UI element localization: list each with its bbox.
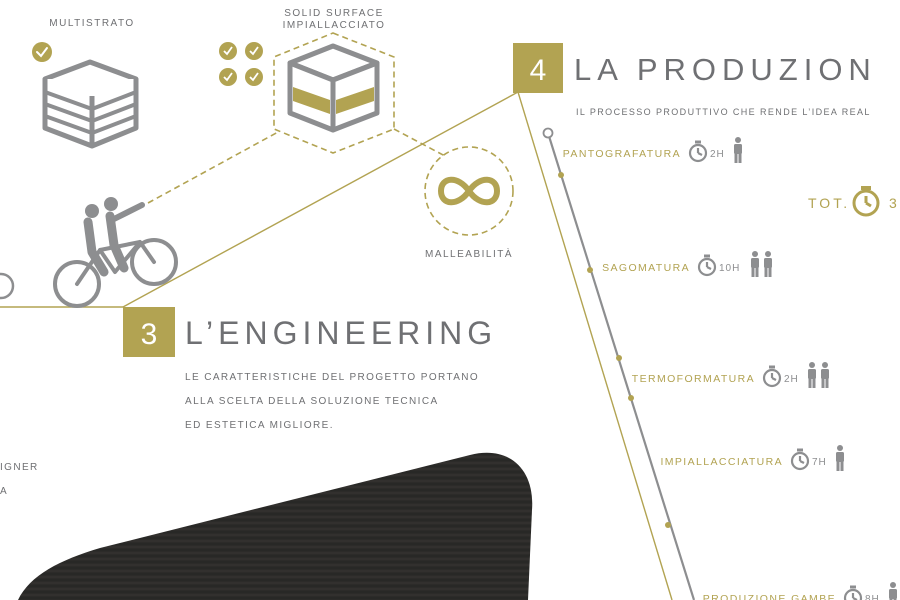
left-fragment-line1: IGNER — [0, 462, 39, 473]
process-step: IMPIALLACCIATURA 7H — [660, 445, 844, 471]
step-dot — [628, 395, 634, 401]
multistrato-label: MULTISTRATO — [49, 18, 134, 29]
timeline-lines — [0, 91, 696, 600]
person-icon — [734, 137, 742, 163]
step3-desc-line3: ED ESTETICA MIGLIORE. — [185, 420, 334, 431]
process-step-time: 10H — [719, 263, 740, 274]
solid-surface-hexagon — [273, 32, 395, 154]
step-dots — [558, 172, 671, 528]
person-icon — [764, 251, 772, 277]
check-icon-group — [219, 42, 263, 86]
step-dot — [616, 355, 622, 361]
process-step-name: TERMOFORMATURA — [632, 373, 755, 385]
step-dot — [587, 267, 593, 273]
wood-tabletop-image — [18, 452, 533, 600]
process-step-name: PANTOGRAFATURA — [563, 148, 681, 160]
step4-number: 4 — [530, 54, 547, 87]
process-step: SAGOMATURA 10H — [602, 251, 772, 277]
check-icon — [32, 42, 52, 62]
solid-surface-cube-icon — [287, 43, 380, 133]
step3-desc-line2: ALLA SCELTA DELLA SOLUZIONE TECNICA — [185, 396, 439, 407]
stopwatch-icon — [762, 365, 782, 388]
total-value: 3 — [889, 195, 897, 211]
process-start-dot — [542, 127, 554, 139]
stopwatch-icon — [697, 254, 717, 277]
process-step-name: SAGOMATURA — [602, 262, 690, 274]
step3-title: L’ENGINEERING — [185, 315, 497, 351]
process-steps: PANTOGRAFATURA 2H SAGOMATURA 10H TERMOFORMAT… — [563, 137, 897, 600]
step3-number: 3 — [141, 318, 158, 351]
step-dot — [558, 172, 564, 178]
total-label: TOT. — [808, 195, 850, 211]
left-fragment-line2: A — [0, 486, 8, 497]
total-stopwatch-icon — [852, 186, 880, 217]
tandem-bicycle-icon — [53, 197, 178, 308]
infinity-icon — [437, 176, 501, 206]
process-step-time: 2H — [710, 149, 725, 160]
step3-desc-line1: LE CARATTERISTICHE DEL PROGETTO PORTANO — [185, 372, 479, 383]
partial-circle-icon — [0, 272, 15, 300]
process-step: PRODUZIONE GAMBE 8H — [703, 582, 897, 600]
stopwatch-icon — [790, 448, 810, 471]
person-icon — [751, 251, 759, 277]
dashed-connector — [147, 131, 279, 204]
stopwatch-icon — [843, 585, 863, 600]
process-step-time: 7H — [812, 457, 827, 468]
person-icon — [889, 582, 897, 600]
process-step-name: IMPIALLACCIATURA — [660, 456, 783, 468]
stopwatch-icon — [688, 140, 708, 163]
process-step-time: 8H — [865, 594, 880, 600]
step3-number-box — [123, 307, 175, 357]
step-dot — [665, 522, 671, 528]
dashed-connector — [393, 128, 446, 157]
multistrato-block-icon — [42, 59, 139, 149]
timeline-line-down — [517, 91, 673, 600]
step4-title: LA PRODUZION — [574, 52, 877, 87]
process-step: PANTOGRAFATURA 2H — [563, 137, 742, 163]
step4-number-box — [513, 43, 563, 93]
timeline-line-to-step4 — [122, 91, 519, 308]
solid-surface-label-line1: SOLID SURFACE — [284, 8, 384, 19]
process-step-time: 2H — [784, 374, 799, 385]
step4-subtitle: IL PROCESSO PRODUTTIVO CHE RENDE L’IDEA … — [576, 107, 871, 117]
process-step-name: PRODUZIONE GAMBE — [703, 593, 836, 600]
malleability-circle — [424, 146, 514, 236]
malleability-label: MALLEABILITÀ — [425, 247, 513, 260]
process-line — [546, 132, 696, 600]
person-icon — [808, 362, 816, 388]
person-icon — [821, 362, 829, 388]
process-step: TERMOFORMATURA 2H — [632, 362, 829, 388]
person-icon — [836, 445, 844, 471]
solid-surface-label-line2: IMPIALLACCIATO — [283, 20, 386, 31]
